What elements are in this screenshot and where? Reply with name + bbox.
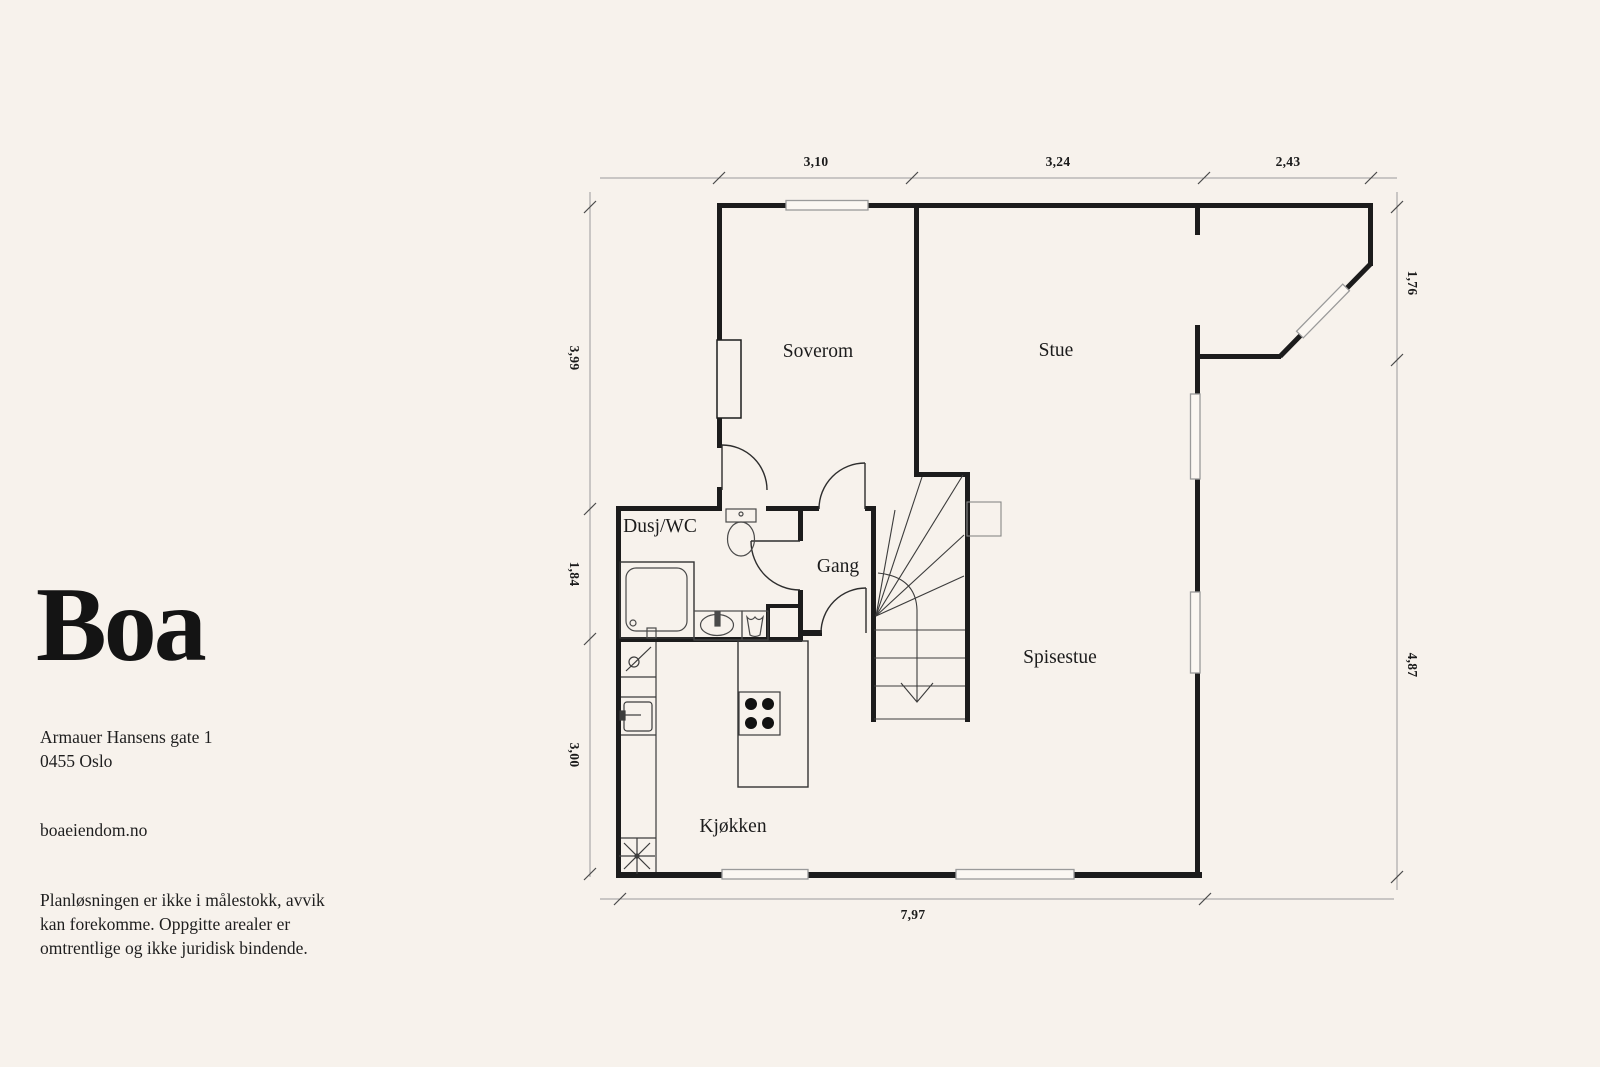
room-label-stue: Stue (1038, 340, 1074, 361)
dimension-lines (589, 177, 1398, 900)
stair-walkline (877, 572, 918, 701)
door-soverom-bath (721, 444, 768, 491)
walls (616, 203, 1373, 878)
laundry-basin-icon (741, 610, 769, 641)
window-right-lower (1189, 591, 1201, 674)
dim-top-2: 3,24 (1045, 154, 1071, 169)
room-label-spisestue: Spisestue (1023, 647, 1097, 668)
dimension-ticks (583, 171, 1404, 906)
dim-top-3: 2,43 (1275, 154, 1301, 169)
bathroom-fixtures (619, 508, 769, 641)
room-label-dusj-wc: Dusj/WC (623, 516, 697, 537)
dim-bottom-1: 7,97 (900, 907, 926, 922)
brand-disclaimer: Planløsningen er ikke i målestokk, avvik… (40, 890, 325, 958)
door-gang-soverom (818, 462, 866, 510)
toilet-icon (725, 508, 757, 557)
kitchen-fixtures (619, 640, 809, 874)
windows (721, 199, 1351, 880)
sink-icon (693, 610, 743, 641)
fridge-snowflake-icon (619, 838, 655, 874)
kitchen-sink-icon (619, 701, 653, 732)
window-bottom-right (955, 868, 1075, 880)
kitchen-counter (621, 642, 657, 872)
wall-niche (716, 339, 742, 419)
brand-address: Armauer Hansens gate 1 0455 Oslo (40, 726, 213, 773)
stair-shaft (966, 501, 1002, 537)
dim-right-2: 4,87 (1405, 652, 1420, 678)
address-line-1: Armauer Hansens gate 1 (40, 727, 213, 747)
window-right-upper (1189, 393, 1201, 480)
dim-left-3: 3,00 (567, 742, 582, 768)
brand-logo: Boa (36, 566, 207, 683)
window-top (785, 199, 869, 211)
door-gang-kitchen (820, 587, 867, 634)
kitchen-island (737, 640, 809, 788)
dim-left-1: 3,99 (567, 345, 582, 371)
stair-down-arrow (900, 682, 934, 703)
address-line-2: 0455 Oslo (40, 750, 113, 771)
brand-website: boaeiendom.no (40, 820, 148, 840)
window-bay-diagonal (1295, 283, 1351, 339)
room-label-gang: Gang (816, 556, 860, 577)
dim-right-1: 1,76 (1405, 270, 1420, 296)
dim-left-2: 1,84 (567, 561, 582, 587)
dim-top-1: 3,10 (803, 154, 829, 169)
staircase (874, 474, 1002, 720)
room-label-kjokken: Kjøkken (699, 816, 767, 837)
stove-icon (738, 691, 781, 736)
room-label-soverom: Soverom (782, 341, 854, 362)
window-bottom-left (721, 868, 809, 880)
door-gang-bath (750, 540, 801, 591)
shower-icon (619, 561, 695, 639)
